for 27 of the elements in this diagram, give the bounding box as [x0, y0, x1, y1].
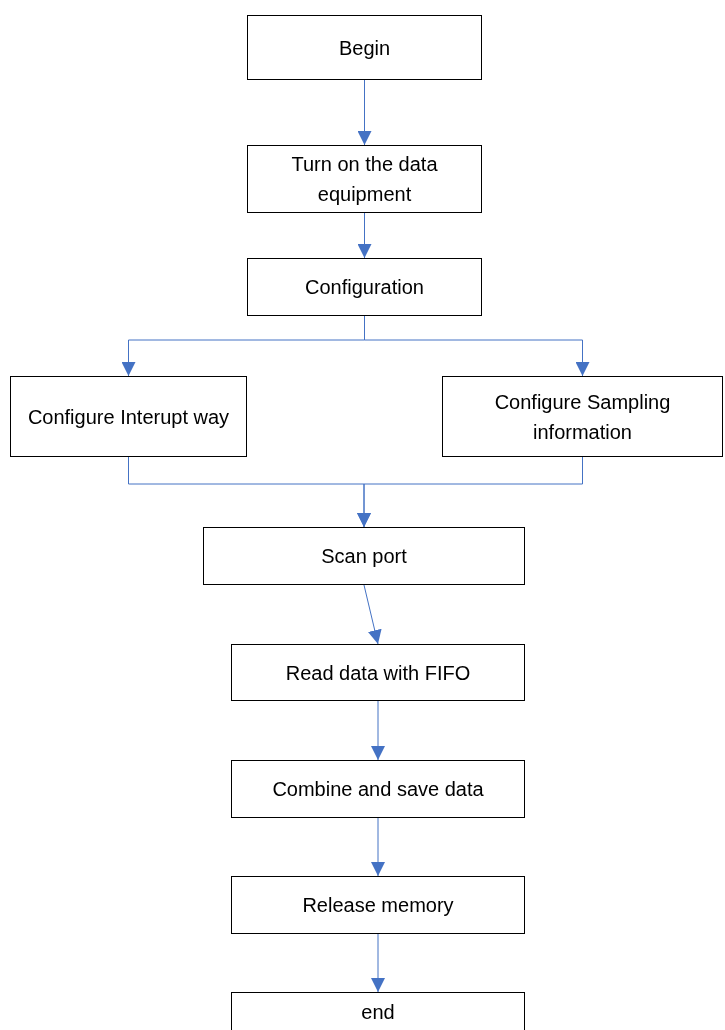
- process-box: [247, 145, 482, 213]
- process-box: [247, 258, 482, 316]
- arrow: [357, 79, 372, 146]
- box-label: Begin: [338, 35, 391, 61]
- box-label: Scan port: [321, 544, 407, 569]
- process-box: [442, 376, 723, 457]
- process-box: [10, 376, 247, 457]
- box-label: Read data with FIFO: [285, 660, 471, 686]
- arrow: [357, 456, 583, 528]
- box-label: Configure Sampling information: [493, 389, 672, 445]
- process-box: [247, 15, 482, 80]
- process-box: [231, 644, 525, 701]
- process-box: [231, 876, 525, 934]
- box-label: Turn on the data equipment: [290, 152, 439, 207]
- arrow: [357, 212, 372, 259]
- process-box: [203, 527, 525, 585]
- process-box: [231, 992, 525, 1030]
- arrow: [371, 700, 385, 761]
- arrow: [371, 817, 385, 877]
- arrow: [371, 933, 385, 993]
- arrow: [363, 584, 382, 645]
- box-label: end: [361, 999, 395, 1025]
- process-box: [231, 760, 525, 818]
- box-label: Configure Interupt way: [27, 404, 230, 430]
- box-label: Combine and save data: [272, 777, 484, 802]
- box-label: Release memory: [302, 893, 454, 918]
- box-label: Configuration: [305, 275, 424, 300]
